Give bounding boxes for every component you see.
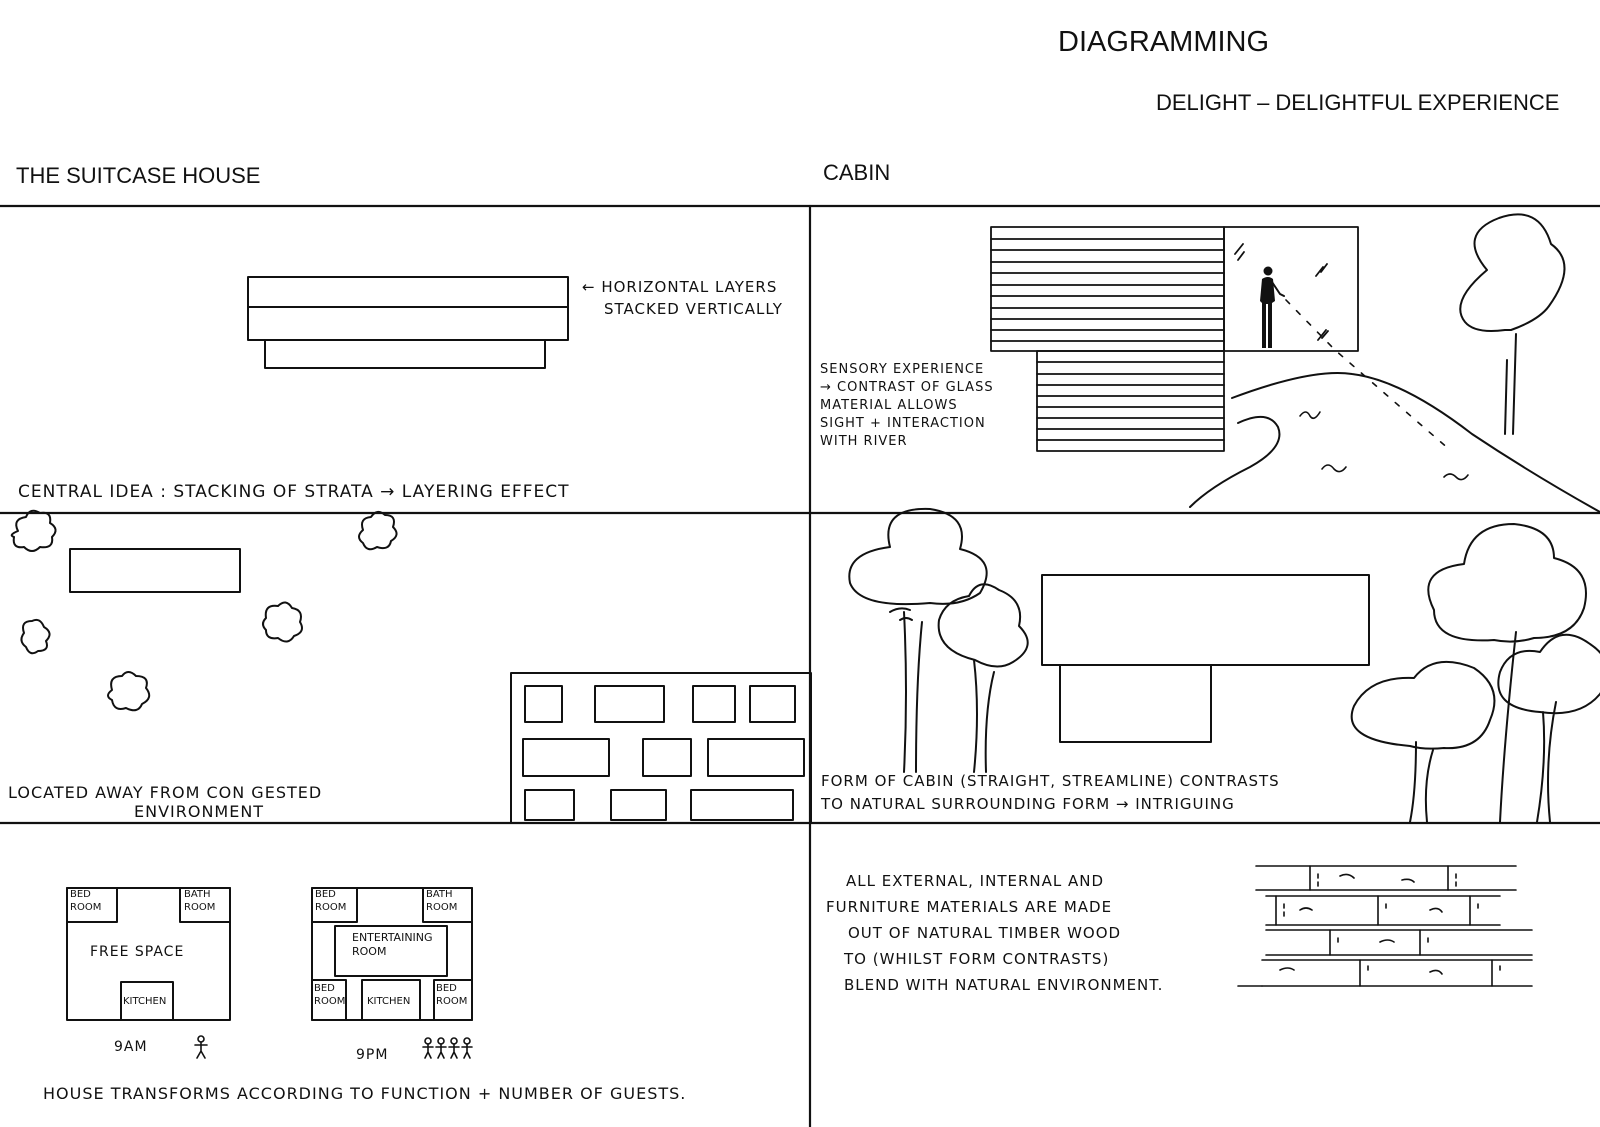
shrub-icon xyxy=(10,509,57,552)
site-plan-sketch xyxy=(10,509,812,824)
location-caption-line1: LOCATED AWAY FROM CON GESTED xyxy=(8,783,323,802)
person-silhouette-icon xyxy=(1260,266,1285,348)
stacked-layers-sketch xyxy=(247,276,569,369)
tree-icon xyxy=(848,507,988,773)
plan-b-time-label: 9PM xyxy=(356,1047,389,1063)
form-caption-line2: TO NATURAL SURROUNDING FORM → INTRIGUING xyxy=(821,795,1235,813)
shrub-icon xyxy=(20,618,51,655)
tree-icon xyxy=(937,583,1029,773)
location-caption-line2: ENVIRONMENT xyxy=(134,802,265,821)
cabin-form-sketch xyxy=(1041,574,1370,743)
page-subtitle: DELIGHT – DELIGHTFUL EXPERIENCE xyxy=(1156,90,1560,115)
stacking-annotation-line2: STACKED VERTICALLY xyxy=(604,300,783,318)
floor-plan-9am xyxy=(66,887,231,1021)
column-title-cabin: CABIN xyxy=(823,160,891,185)
plan-a-free-space-label: FREE SPACE xyxy=(90,944,185,960)
congested-city-block xyxy=(510,672,812,824)
shrub-icon xyxy=(358,511,398,551)
stacking-caption: CENTRAL IDEA : STACKING OF STRATA → LAYE… xyxy=(18,482,570,502)
glass-window xyxy=(1223,226,1359,352)
cabin-section-sketch xyxy=(990,226,1359,452)
form-caption-line1: FORM OF CABIN (STRAIGHT, STREAMLINE) CON… xyxy=(821,772,1280,790)
materials-annotation: ALL EXTERNAL, INTERNAL AND FURNITURE MAT… xyxy=(826,872,1164,994)
guest-figure-icon xyxy=(194,1035,208,1059)
stacking-annotation-line1: ← HORIZONTAL LAYERS xyxy=(582,278,778,296)
plan-a-time-label: 9AM xyxy=(114,1039,148,1055)
tree-icon xyxy=(1459,213,1566,435)
sightline xyxy=(1285,299,1451,451)
tree-icon xyxy=(1497,633,1600,823)
guests-group-icon xyxy=(422,1037,473,1059)
shrub-icon xyxy=(262,601,303,643)
column-title-suitcase-house: THE SUITCASE HOUSE xyxy=(16,163,261,188)
house-footprint xyxy=(69,548,241,593)
tree-icon xyxy=(1427,523,1587,823)
shrub-icon xyxy=(107,671,151,712)
panel-grid xyxy=(0,204,1600,1127)
floor-plan-9pm xyxy=(311,887,473,1021)
plans-caption: HOUSE TRANSFORMS ACCORDING TO FUNCTION +… xyxy=(43,1084,687,1103)
timber-planks-sketch xyxy=(1237,865,1533,987)
page-title: DIAGRAMMING xyxy=(1058,26,1270,58)
plan-b-kitchen-label: KITCHEN xyxy=(367,996,411,1007)
tree-icon xyxy=(1350,661,1496,823)
plan-a-kitchen-label: KITCHEN xyxy=(123,996,167,1007)
sensory-annotation: SENSORY EXPERIENCE → CONTRAST OF GLASS M… xyxy=(820,362,994,449)
riverbank-landscape xyxy=(1189,372,1600,513)
